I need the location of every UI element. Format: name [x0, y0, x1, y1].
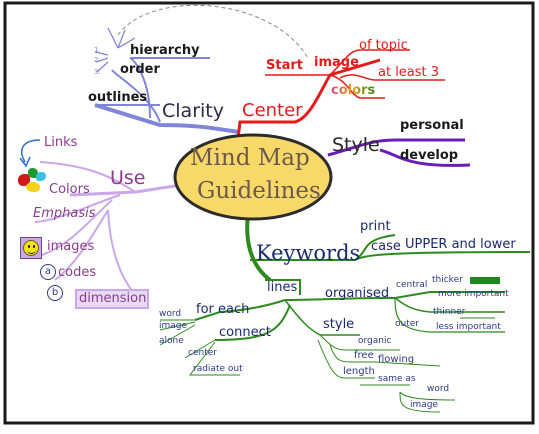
print-label: print — [360, 219, 391, 234]
for-each-label: for each — [196, 302, 250, 317]
of-topic-label: of topic — [359, 38, 408, 53]
at-least-label: at least 3 — [378, 65, 440, 80]
for-each-alone-label: alone — [159, 336, 184, 346]
case-line — [354, 251, 531, 261]
emphasis-line — [34, 194, 121, 223]
free-label: free — [354, 350, 374, 361]
connect-sub-lines — [184, 339, 240, 376]
thicker-label: thicker — [432, 275, 463, 285]
keywords-branch — [245, 214, 272, 282]
style-label: Style — [332, 134, 380, 156]
lines-label: lines — [267, 280, 298, 295]
outlines-label: outlines — [88, 90, 148, 105]
of-topic-line — [329, 49, 410, 76]
codes-line — [54, 209, 109, 281]
outer-label: outer — [395, 319, 419, 329]
connect-center-label: center — [188, 348, 217, 358]
keywords-label: Keywords — [256, 241, 361, 265]
lines-line — [265, 279, 301, 295]
svg-text:3.: 3. — [94, 68, 101, 76]
develop-label: develop — [400, 148, 459, 163]
style-branch-personal — [327, 138, 465, 157]
links-arrow-icon — [21, 139, 41, 163]
flowing-label: flowing — [378, 354, 415, 365]
same-as-lines — [399, 391, 456, 413]
center-branch — [236, 58, 381, 139]
thicker-bar — [470, 277, 500, 284]
code-a-circle: a — [40, 264, 56, 280]
less-important-label: less important — [436, 322, 501, 332]
thinner-label: thinner — [433, 307, 466, 317]
color-splash-icon — [16, 168, 50, 196]
organised-label: organised — [325, 286, 390, 301]
order-label: order — [120, 62, 160, 77]
same-as-image-label: image — [410, 400, 439, 410]
order-line — [111, 69, 161, 123]
dimension-line — [107, 209, 141, 301]
upper-lower-label: UPPER and lower — [405, 237, 516, 252]
emphasis-label: Emphasis — [33, 206, 96, 221]
style-branch-develop — [379, 148, 471, 167]
hierarchy-label: hierarchy — [130, 43, 200, 58]
style-sub-label: style — [323, 317, 355, 332]
images-label: images — [47, 239, 95, 254]
for-each-sub-lines — [159, 319, 196, 346]
for-each-word-label: word — [159, 309, 182, 319]
codes-label: codes — [58, 265, 97, 280]
same-as-label: same as — [378, 374, 416, 384]
same-as-word-label: word — [427, 384, 450, 394]
personal-label: personal — [400, 118, 464, 133]
more-important-label: more important — [438, 289, 509, 299]
hierarchy-tree-icon — [94, 27, 136, 73]
order-numbers-icon: 1. 2. 3. — [94, 46, 101, 76]
at-least-line — [339, 74, 445, 81]
colors-line — [329, 74, 385, 99]
images-line — [41, 199, 113, 256]
links-line — [39, 161, 136, 193]
center-ellipse — [173, 133, 333, 221]
for-each-line — [194, 299, 286, 321]
organic-label: organic — [358, 336, 392, 346]
connect-label: connect — [219, 325, 271, 340]
central-label: central — [396, 280, 428, 290]
center-branch-label: Center — [242, 100, 303, 121]
case-label: case — [371, 239, 401, 254]
dimension-box — [75, 289, 149, 309]
smiley-image-icon — [20, 237, 42, 259]
center-title-line2: Guidelines — [197, 178, 321, 204]
use-colors-label: Colors — [49, 182, 90, 197]
for-each-image-label: image — [159, 321, 188, 331]
length-label: length — [343, 366, 375, 377]
clarity-branch — [94, 103, 241, 134]
outer-line — [394, 297, 505, 333]
use-label: Use — [110, 167, 146, 189]
free-flowing-line — [329, 344, 441, 367]
center-title-line1: Mind Map — [190, 145, 310, 171]
central-line — [394, 297, 505, 313]
connect-line — [214, 304, 291, 341]
organic-line — [319, 334, 400, 351]
code-b-circle: b — [47, 285, 63, 301]
radiate-out-label: radiate out — [193, 364, 243, 374]
frame — [3, 1, 535, 425]
clarity-label: Clarity — [162, 100, 224, 122]
length-line — [317, 339, 375, 379]
svg-text:2.: 2. — [94, 56, 101, 64]
dashed-link-arc — [117, 4, 309, 59]
svg-text:1.: 1. — [94, 46, 101, 54]
dimension-label: dimension — [79, 291, 147, 306]
start-label: Start — [266, 58, 303, 73]
links-label: Links — [44, 135, 78, 150]
image-label: image — [314, 55, 359, 70]
colors-label: colors — [331, 83, 376, 98]
